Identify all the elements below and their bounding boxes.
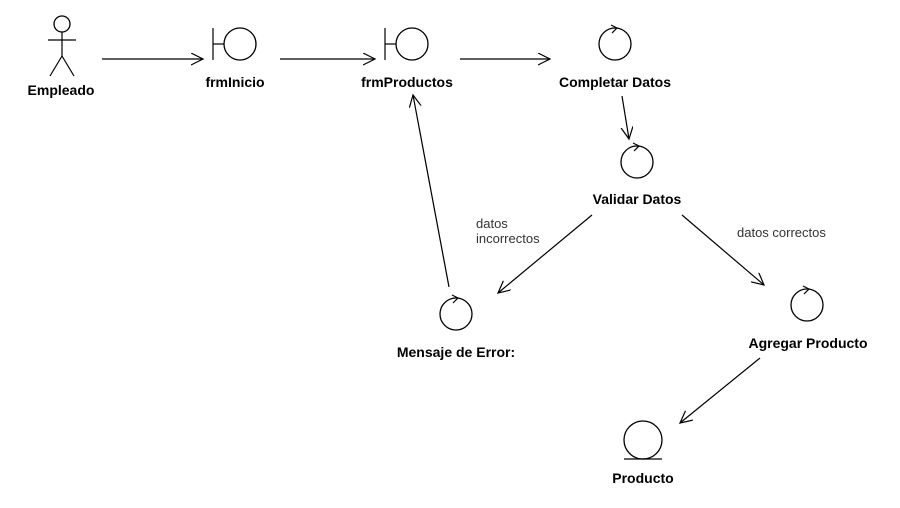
mensaje-error-control[interactable]: Mensaje de Error: xyxy=(397,294,515,360)
control-icon xyxy=(439,294,473,331)
control-icon xyxy=(620,142,654,179)
boundary-icon xyxy=(212,27,257,61)
validar-datos-label: Validar Datos xyxy=(593,191,682,207)
frm-productos-boundary[interactable]: frmProductos xyxy=(361,27,453,90)
datos-incorrectos-label-line1: datos xyxy=(476,216,508,231)
control-icon xyxy=(598,24,632,61)
control-icon xyxy=(790,285,824,322)
edge-validar-agregar xyxy=(681,214,764,285)
mensaje-error-label: Mensaje de Error: xyxy=(397,344,515,360)
frm-inicio-boundary[interactable]: frmInicio xyxy=(205,27,265,90)
completar-datos-label: Completar Datos xyxy=(559,74,671,90)
actor-icon xyxy=(48,15,76,77)
datos-correctos-label: datos correctos xyxy=(737,225,826,240)
agregar-producto-label: Agregar Producto xyxy=(748,335,867,351)
empleado-actor[interactable]: Empleado xyxy=(28,15,95,98)
edge-validar-mensaje xyxy=(498,214,593,293)
agregar-producto-control[interactable]: Agregar Producto xyxy=(748,285,868,351)
edge-mensaje-frmproductos xyxy=(413,95,450,288)
boundary-icon xyxy=(384,27,429,61)
entity-icon xyxy=(623,420,663,460)
producto-entity[interactable]: Producto xyxy=(612,420,674,486)
frm-productos-label: frmProductos xyxy=(361,74,453,90)
completar-datos-control[interactable]: Completar Datos xyxy=(559,24,671,90)
edge-completar-validar xyxy=(622,95,629,139)
datos-incorrectos-label-line2: incorrectos xyxy=(476,231,540,246)
frm-inicio-label: frmInicio xyxy=(205,74,264,90)
edge-agregar-producto xyxy=(680,357,761,423)
empleado-label: Empleado xyxy=(28,82,95,98)
producto-label: Producto xyxy=(612,470,673,486)
validar-datos-control[interactable]: Validar Datos xyxy=(593,142,682,207)
